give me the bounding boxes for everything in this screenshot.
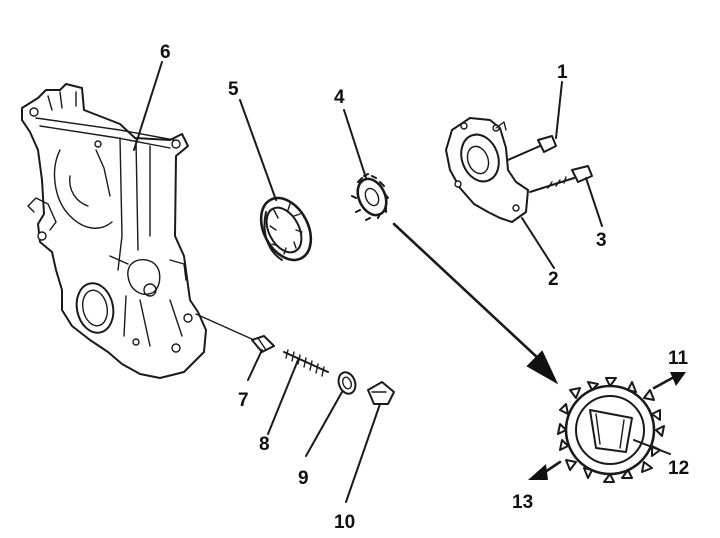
callout-6: 6 (160, 42, 171, 63)
callout-4: 4 (334, 87, 345, 108)
arrow-right-up (652, 372, 686, 390)
bolt-short (507, 135, 557, 161)
callout-1: 1 (557, 62, 568, 83)
timing-cover-housing (21, 83, 207, 379)
callout-9: 9 (298, 468, 309, 489)
callout-2: 2 (548, 269, 559, 290)
oil-seal-ring (259, 196, 313, 262)
plug-bolt (367, 381, 395, 405)
callout-10: 10 (334, 512, 355, 533)
bolt-long (529, 165, 593, 193)
callout-11: 11 (668, 348, 689, 369)
pump-cover-plate (445, 117, 529, 223)
large-sprocket (557, 377, 665, 483)
callout-12: 12 (668, 458, 689, 479)
leader-lines (133, 61, 671, 503)
install-direction-arrow (392, 222, 559, 385)
callout-7: 7 (238, 390, 249, 411)
callout-3: 3 (596, 230, 607, 251)
oil-pump-drive-gear (351, 173, 389, 221)
arrow-left-down (528, 460, 562, 480)
plug (195, 313, 275, 353)
callout-8: 8 (259, 434, 270, 455)
spring (283, 349, 329, 377)
washer (337, 371, 357, 395)
callout-5: 5 (228, 79, 239, 100)
callout-13: 13 (512, 492, 533, 513)
